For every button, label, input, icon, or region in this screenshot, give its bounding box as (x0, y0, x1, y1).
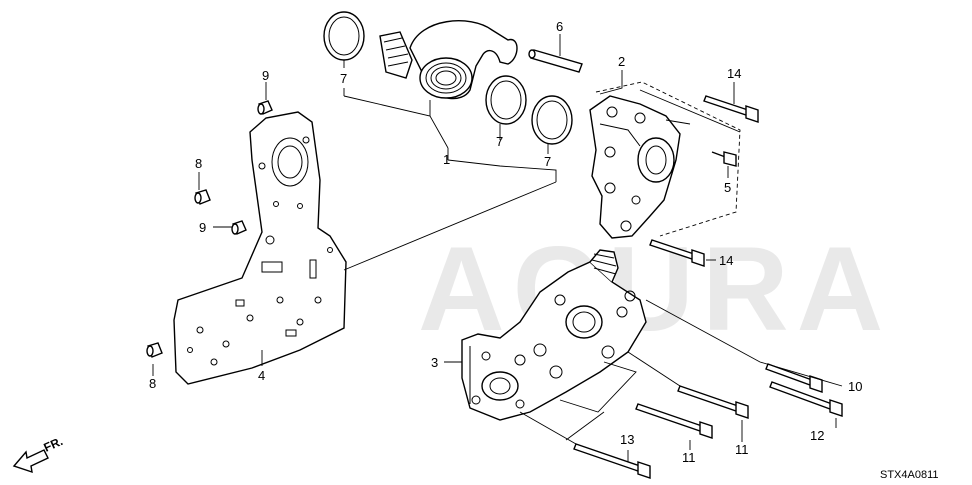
o-ring-7-right (531, 95, 573, 145)
bolt-12 (769, 381, 843, 417)
callout-7-middle: 7 (496, 134, 503, 149)
callout-4: 4 (258, 368, 265, 383)
front-arrow: FR. (12, 434, 65, 474)
pin-6 (528, 49, 583, 73)
bolt-10 (765, 363, 823, 393)
diagram-code: STX4A0811 (880, 469, 939, 481)
o-ring-7-top (323, 11, 365, 61)
dowel-pin-8-upper (194, 189, 211, 205)
callout-14-middle: 14 (719, 253, 733, 268)
callout-5: 5 (724, 180, 731, 195)
stator-shaft (379, 20, 518, 100)
front-label: FR. (42, 434, 65, 455)
callout-9-top: 9 (262, 68, 269, 83)
bolt-11-right (677, 385, 749, 419)
dowel-pin-8-lower (146, 342, 163, 358)
regulator-body-3 (461, 249, 647, 421)
callout-6: 6 (556, 19, 563, 34)
callout-1: 1 (443, 152, 450, 167)
callout-8-upper: 8 (195, 156, 202, 171)
callout-7-right: 7 (544, 154, 551, 169)
bolt-13 (573, 443, 651, 479)
callout-9-middle: 9 (199, 220, 206, 235)
o-ring-7-middle (485, 75, 527, 125)
callout-10: 10 (848, 379, 862, 394)
callout-8-lower: 8 (149, 376, 156, 391)
dowel-pin-9-top (257, 100, 273, 115)
bolt-11-left (635, 403, 713, 439)
housing-2 (589, 95, 681, 239)
leader-lines (152, 34, 843, 462)
bolt-14-top (703, 95, 759, 123)
bolt-14-middle (649, 239, 705, 267)
bolt-5 (711, 151, 737, 167)
callout-11-right: 11 (735, 442, 749, 457)
callout-7-top: 7 (340, 71, 347, 86)
separator-plate (173, 111, 347, 385)
callout-13: 13 (620, 432, 634, 447)
dowel-pin-9-middle (231, 220, 247, 235)
callout-14-top: 14 (727, 66, 741, 81)
callout-2: 2 (618, 54, 625, 69)
callout-labels: 1 2 3 4 5 6 7 7 7 8 8 9 9 10 11 11 12 13… (149, 19, 862, 465)
callout-12: 12 (810, 428, 824, 443)
callout-11-left: 11 (682, 450, 696, 465)
callout-3: 3 (431, 355, 438, 370)
